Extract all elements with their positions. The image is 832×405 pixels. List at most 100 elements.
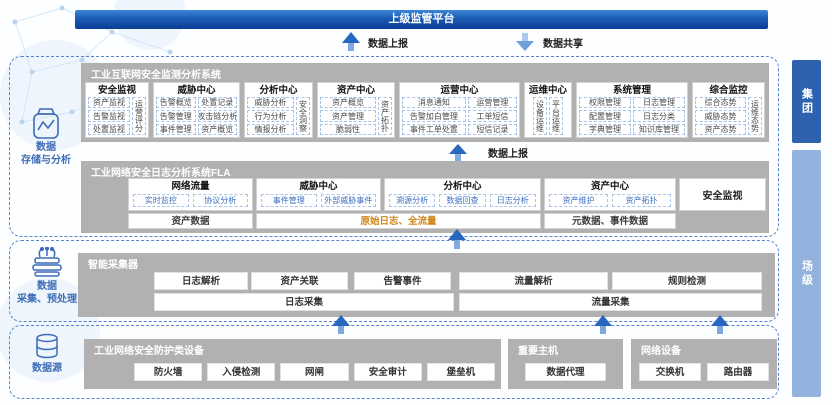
module-chip: 工单短信 xyxy=(467,110,517,122)
important-host-title: 重要主机 xyxy=(518,346,558,357)
fla-group-asset-center: 资产中心 资产维护 资产拓扑 xyxy=(544,178,676,211)
fla-group-network-traffic: 网络流量 实时监控 协议分析 xyxy=(128,178,253,211)
data-jar-icon xyxy=(33,108,59,139)
monitor-system-title: 工业互联网安全监测分析系统 xyxy=(91,70,221,81)
collector-module: 资产关联 xyxy=(251,272,348,290)
module-chip: 实时监控 xyxy=(133,194,189,207)
important-host-panel: 重要主机 数据代理 xyxy=(508,339,623,389)
protect-device-row: 防火墙 入侵检测 网闸 安全审计 堡垒机 xyxy=(84,363,501,381)
module-chip: 脆弱性 xyxy=(320,123,376,135)
module-group-system-management: 系统管理 权限管理 日志管理 配置管理 日志分类 字典管理 知识库管理 xyxy=(576,82,688,138)
module-group-asset-center: 资产中心 资产概览 资产管理 脆弱性 资产拓扑 xyxy=(317,82,395,138)
collector-module: 规则检测 xyxy=(612,272,762,290)
module-chip: 告警概览 xyxy=(156,97,196,109)
site-level-tag: 场级 xyxy=(792,150,821,397)
module-chip: 溯源分析 xyxy=(389,194,436,207)
fla-data-rawlog: 原始日志、全流量 xyxy=(256,213,541,229)
collector-panel: 智能采集器 日志解析 资产关联 告警事件 流量解析 规则检测 日志采集 流量采集 xyxy=(78,253,775,317)
module-chip: 资产管理 xyxy=(320,110,376,122)
module-group-threat-center: 威胁中心 告警概览 处置记录 告警管理 攻击链分析 事件管理 资产概览 xyxy=(153,82,240,138)
module-chip: 事件管理 xyxy=(156,123,196,135)
up-arrow-icon xyxy=(332,315,350,334)
module-group-security-watch: 安全监视 资产监视 告警监视 处置监视 运营评分 xyxy=(85,82,149,138)
flow-collect-bar: 流量采集 xyxy=(459,293,762,311)
down-arrow-icon xyxy=(516,33,534,51)
module-chip: 告警管理 xyxy=(156,110,196,122)
collector-module: 日志解析 xyxy=(154,272,248,290)
module-group-comprehensive-monitor: 综合监控 综合态势 威胁态势 资产态势 运维态势 xyxy=(692,82,765,138)
fla-group-analysis-center: 分析中心 溯源分析 数据回查 日志分析 xyxy=(384,178,541,211)
protect-device-title: 工业网络安全防护类设备 xyxy=(94,346,204,357)
fla-group-security-watch: 安全监视 xyxy=(679,178,766,211)
collector-module: 告警事件 xyxy=(354,272,451,290)
collector-title: 智能采集器 xyxy=(88,260,138,271)
module-chip: 事件工单处置 xyxy=(402,123,466,135)
module-group-maintenance-center: 运维中心 设备运维 平台运维 xyxy=(524,82,572,138)
network-device-title: 网络设备 xyxy=(641,346,681,357)
module-chip: 协议分析 xyxy=(192,194,248,207)
up-arrow-icon xyxy=(711,315,729,334)
module-chip: 事件管理 xyxy=(261,194,317,207)
top-platform-bar: 上级监管平台 xyxy=(75,10,768,29)
module-chip: 告警加白管理 xyxy=(402,110,466,122)
fla-data-metadata: 元数据、事件数据 xyxy=(544,213,676,229)
module-group-operation-center: 运营中心 消息通知 运营管理 告警加白管理 工单短信 事件工单处置 短信记录 xyxy=(399,82,520,138)
module-chip: 处置记录 xyxy=(197,97,237,109)
collect-preprocess-layer: 数据 采集、预处理 智能采集器 日志解析 资产关联 告警事件 流量解析 规则检测… xyxy=(9,240,779,322)
storage-layer-label: 数据 存储与分析 xyxy=(21,142,71,166)
module-chip: 数据回查 xyxy=(439,194,486,207)
fla-system-panel: 工业网络安全日志分析系统FLA 网络流量 实时监控 协议分析 威胁中心 事件管理… xyxy=(81,161,769,233)
module-chip: 资产态势 xyxy=(695,123,746,135)
device-box: 数据代理 xyxy=(525,363,606,381)
data-share-label: 数据共享 xyxy=(543,39,583,50)
module-group-analysis-center: 分析中心 威胁分析 行为分析 情报分析 安全洞察 xyxy=(244,82,313,138)
module-chip: 配置管理 xyxy=(579,110,631,122)
important-host-row: 数据代理 xyxy=(508,363,623,381)
datasource-layer-label: 数据源 xyxy=(32,363,62,374)
module-chip: 行为分析 xyxy=(247,110,294,122)
module-chip: 运营管理 xyxy=(467,97,517,109)
data-report-mid-label: 数据上报 xyxy=(488,149,528,160)
module-chip: 知识库管理 xyxy=(633,123,685,135)
module-chip: 告警监视 xyxy=(88,110,130,122)
module-chip: 综合态势 xyxy=(695,97,746,109)
module-chip: 外部威胁事件 xyxy=(320,194,376,207)
module-chip: 日志分析 xyxy=(489,194,536,207)
module-chip: 处置监视 xyxy=(88,123,130,135)
module-chip: 字典管理 xyxy=(579,123,631,135)
module-chip: 资产监视 xyxy=(88,97,130,109)
device-box: 堡垒机 xyxy=(426,363,496,381)
module-chip: 消息通知 xyxy=(402,97,466,109)
device-box: 网闸 xyxy=(280,363,349,381)
up-arrow-icon xyxy=(449,144,467,161)
storage-analysis-layer: 数据 存储与分析 工业互联网安全监测分析系统 安全监视 资产监视 告警监视 处置… xyxy=(9,56,779,237)
collector-module: 流量解析 xyxy=(459,272,608,290)
module-chip: 运营评分 xyxy=(132,97,146,135)
module-chip: 短信记录 xyxy=(467,123,517,135)
up-arrow-icon xyxy=(594,315,612,334)
log-collect-bar: 日志采集 xyxy=(154,293,454,311)
device-box: 入侵检测 xyxy=(207,363,276,381)
module-chip: 资产拓扑 xyxy=(612,194,671,207)
device-box: 防火墙 xyxy=(134,363,203,381)
network-device-row: 交换机 路由器 xyxy=(631,363,777,381)
data-report-label: 数据上报 xyxy=(368,39,408,50)
module-chip: 威胁态势 xyxy=(695,110,746,122)
device-box: 交换机 xyxy=(639,363,701,381)
up-arrow-icon xyxy=(342,32,360,51)
module-chip: 安全洞察 xyxy=(296,97,310,135)
module-chip: 情报分析 xyxy=(247,123,294,135)
collector-stack-icon xyxy=(32,247,62,277)
datasource-layer: 数据源 工业网络安全防护类设备 防火墙 入侵检测 网闸 安全审计 堡垒机 重要主… xyxy=(9,325,779,399)
module-chip: 资产概览 xyxy=(320,97,376,109)
module-chip: 攻击链分析 xyxy=(197,110,237,122)
fla-group-threat-center: 威胁中心 事件管理 外部威胁事件 xyxy=(256,178,381,211)
database-cylinder-icon xyxy=(36,333,58,359)
module-chip: 资产概览 xyxy=(197,123,237,135)
network-device-panel: 网络设备 交换机 路由器 xyxy=(631,339,777,389)
fla-data-asset: 资产数据 xyxy=(128,213,253,229)
up-arrow-icon xyxy=(448,229,466,249)
module-chip: 平台运维 xyxy=(549,97,563,135)
module-chip: 运维态势 xyxy=(748,97,762,135)
